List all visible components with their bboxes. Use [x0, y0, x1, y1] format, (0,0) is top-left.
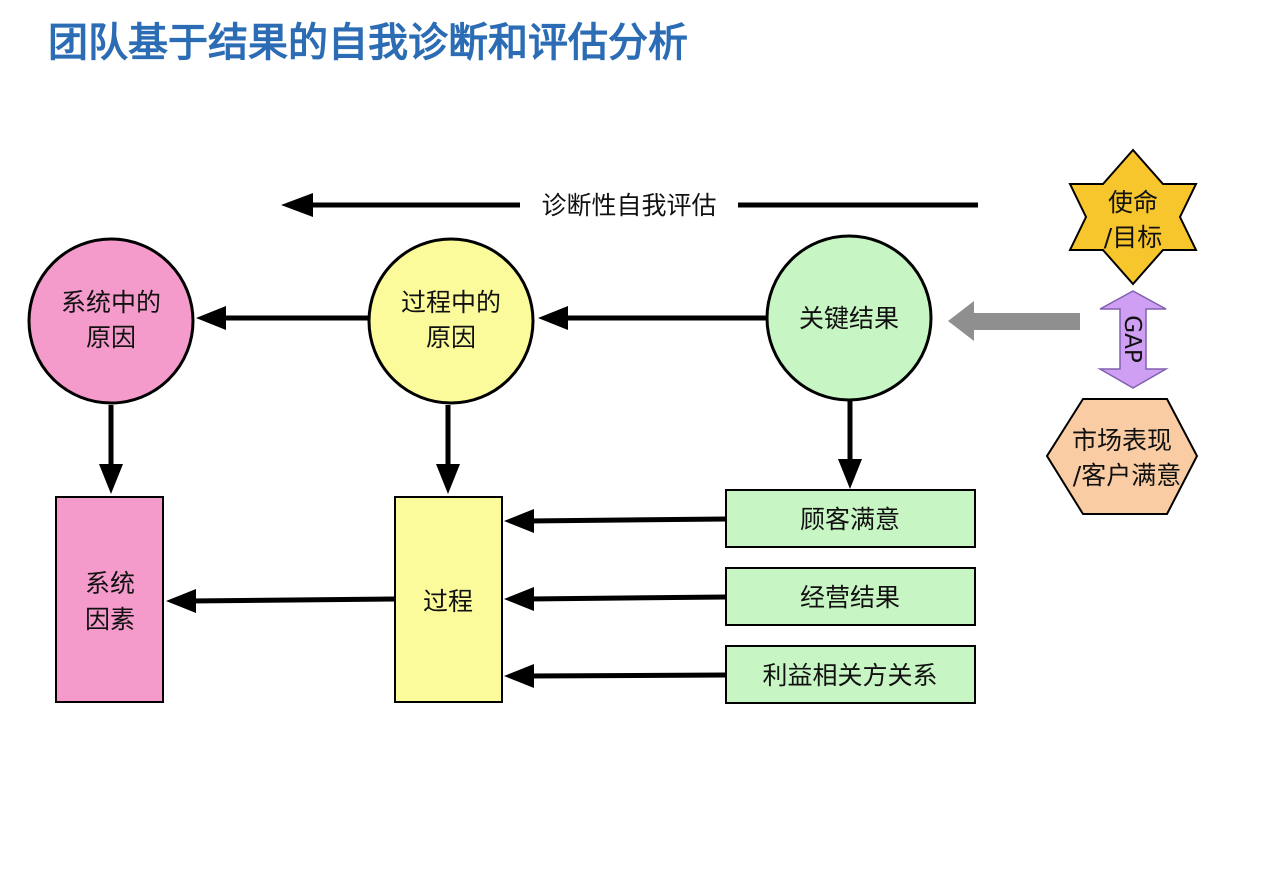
gap-input-grey-arrow: [948, 301, 1080, 341]
diagnostic-flow-arrow: [281, 193, 978, 217]
system-causes-label-line1: 系统中的: [61, 288, 161, 317]
customer-satisfaction-box: [725, 489, 976, 548]
customer-satisfaction-label: 顾客满意: [800, 505, 900, 534]
arrow-customer-satisfaction-to-process: [504, 509, 727, 533]
business-results-label: 经营结果: [800, 583, 900, 612]
mission-goal-label-line2: /目标: [1104, 223, 1162, 252]
stakeholder-relations-label: 利益相关方关系: [762, 661, 937, 690]
diagnostic-flow-label: 诊断性自我评估: [541, 191, 716, 220]
arrow-business-results-to-process: [504, 587, 727, 611]
process-causes-circle: [367, 237, 535, 405]
arrow-process-causes-down: [436, 405, 460, 494]
process-causes-label-line2: 原因: [426, 323, 476, 352]
system-factors-label-line2: 因素: [85, 605, 135, 634]
page-title: 团队基于结果的自我诊断和评估分析: [48, 20, 688, 66]
arrow-system-causes-down: [99, 405, 123, 494]
process-label: 过程: [423, 587, 473, 616]
system-factors-box: [55, 496, 164, 703]
arrow-process-to-system-factors: [166, 589, 396, 613]
system-factors-label-line1: 系统: [85, 569, 135, 598]
market-performance-label-line1: 市场表现: [1072, 426, 1172, 455]
system-causes-label-line2: 原因: [86, 323, 136, 352]
key-results-label: 关键结果: [799, 304, 899, 333]
arrow-key-results-to-process-causes: [538, 306, 766, 330]
market-performance-label-line2: /客户满意: [1073, 461, 1181, 490]
gap-double-arrow: [1097, 290, 1169, 389]
market-performance-hexagon: [1045, 398, 1199, 515]
arrow-process-causes-to-system-causes: [196, 306, 368, 330]
stakeholder-relations-box: [725, 645, 976, 704]
business-results-box: [725, 567, 976, 626]
process-box: [394, 496, 503, 703]
arrow-stakeholder-relations-to-process: [504, 664, 727, 688]
mission-goal-star: [1068, 148, 1198, 286]
system-causes-circle: [27, 237, 195, 405]
gap-label: GAP: [1119, 315, 1145, 363]
arrow-key-results-down: [838, 400, 862, 489]
mission-goal-label-line1: 使命: [1108, 188, 1158, 217]
process-causes-label-line1: 过程中的: [401, 288, 501, 317]
